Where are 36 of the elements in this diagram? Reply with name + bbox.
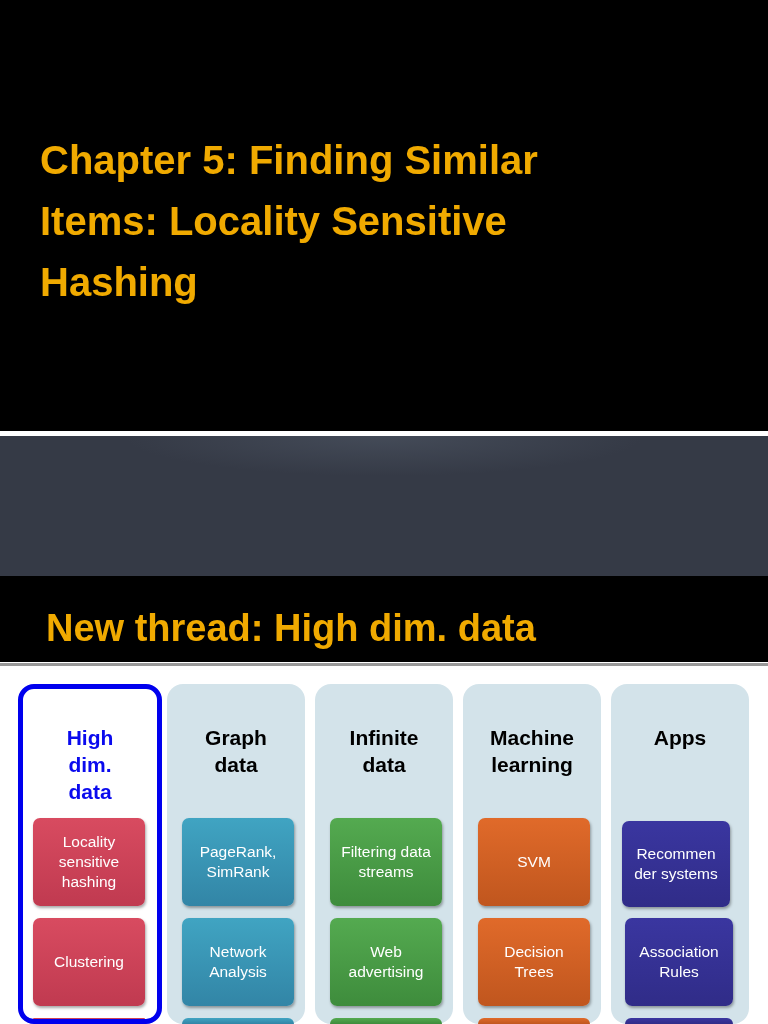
column-panel [315, 684, 453, 1024]
topic-box [330, 918, 442, 1006]
topic-box [33, 818, 145, 906]
slide-heading: New thread: High dim. data [46, 606, 536, 651]
slide-title: Chapter 5: Finding Similar Items: Locality Sensitive Hashing [40, 137, 539, 306]
column-heading: Graph data [204, 725, 268, 778]
column-panel [167, 684, 305, 1024]
column-heading: Infinite data [348, 725, 420, 778]
topic-label: Locality sensitive hashing [57, 832, 121, 892]
topic-label: SVM [517, 852, 551, 872]
topic-label: Network Analysis [208, 942, 268, 982]
topic-box [478, 818, 590, 906]
column-heading: Machine learning [489, 725, 575, 778]
column-heading: High dim. data [65, 725, 115, 805]
topic-box [625, 918, 733, 1006]
topic-label: Web advertising [347, 942, 425, 982]
column-heading: Apps [652, 725, 708, 751]
topic-box [622, 821, 730, 907]
topic-label: PageRank, SimRank [198, 842, 278, 882]
highlighted-column-panel [18, 684, 162, 1024]
topic-label: Recommen der systems [633, 844, 719, 884]
topic-label: Filtering data streams [340, 842, 432, 882]
topic-box [33, 918, 145, 1006]
topic-box [182, 1018, 294, 1024]
topic-box [182, 918, 294, 1006]
column-panel [463, 684, 601, 1024]
topic-box [478, 918, 590, 1006]
column-panel [611, 684, 749, 1024]
topic-label: Association Rules [638, 942, 720, 982]
topic-label: Decision Trees [503, 942, 565, 982]
topic-box [330, 818, 442, 906]
topic-box [182, 818, 294, 906]
topic-box [478, 1018, 590, 1024]
topic-box [330, 1018, 442, 1024]
topic-box [625, 1018, 733, 1024]
topic-label: Clustering [54, 952, 124, 972]
